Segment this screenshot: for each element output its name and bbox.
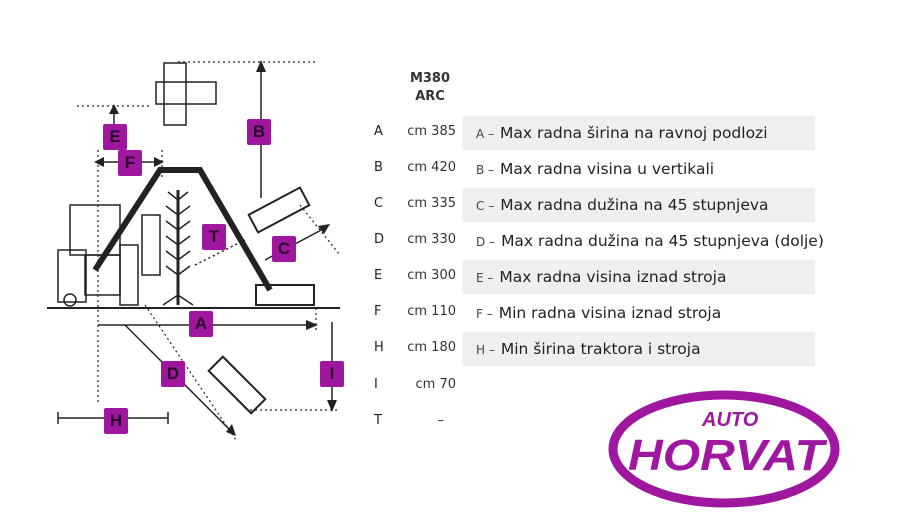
spec-description: D – Max radna dužina na 45 stupnjeva (dol…	[462, 224, 824, 258]
spec-letter: T	[374, 413, 382, 428]
spec-letter: B	[374, 160, 383, 175]
spec-prefix: F –	[476, 307, 493, 321]
marker-t: T	[202, 224, 226, 250]
spec-value: cm 300	[407, 268, 456, 283]
spec-text: Max radna visina iznad stroja	[499, 268, 727, 286]
spec-letter: I	[374, 377, 378, 392]
logo-auto-text: AUTO	[701, 409, 759, 431]
marker-a: A	[189, 311, 213, 337]
spec-prefix: B –	[476, 163, 495, 177]
spec-text: Max radna dužina na 45 stupnjeva (dolje)	[501, 232, 824, 250]
spec-text: Max radna visina u vertikali	[500, 160, 715, 178]
spec-letter: D	[374, 232, 385, 247]
logo-horvat-text: HORVAT	[628, 431, 827, 480]
spec-letter: H	[374, 340, 384, 355]
model-line-1: M380	[409, 71, 451, 86]
spec-description: C – Max radna dužina na 45 stupnjeva	[462, 188, 815, 222]
spec-value: cm 420	[407, 160, 456, 175]
spec-letter: C	[374, 196, 384, 211]
marker-c: C	[272, 236, 296, 262]
spec-text: Min radna visina iznad stroja	[498, 304, 722, 322]
spec-description: E – Max radna visina iznad stroja	[462, 260, 815, 294]
auto-horvat-logo: AUTO HORVAT	[608, 390, 840, 508]
model-line-2: ARC	[415, 89, 445, 104]
spec-description: F – Min radna visina iznad stroja	[462, 296, 815, 330]
spec-value: cm 385	[407, 124, 456, 139]
marker-b: B	[247, 119, 271, 145]
spec-value: cm 330	[407, 232, 456, 247]
spec-prefix: D –	[476, 235, 496, 249]
marker-f: F	[118, 150, 142, 176]
spec-prefix: A –	[476, 127, 495, 141]
spec-letter: A	[374, 124, 383, 139]
marker-e: E	[103, 124, 127, 150]
spec-prefix: H –	[476, 343, 495, 357]
spec-text: Min širina traktora i stroja	[500, 340, 701, 358]
spec-value: –	[437, 413, 445, 428]
spec-value: cm 180	[407, 340, 456, 355]
spec-value: cm 110	[407, 304, 456, 319]
marker-h: H	[104, 408, 128, 434]
spec-value: cm 70	[415, 377, 457, 392]
spec-prefix: C –	[476, 199, 495, 213]
spec-letter: F	[374, 304, 382, 319]
spec-letter: E	[374, 268, 383, 283]
spec-prefix: E –	[476, 271, 494, 285]
spec-text: Max radna dužina na 45 stupnjeva	[500, 196, 769, 214]
spec-description: B – Max radna visina u vertikali	[462, 152, 815, 186]
spec-row: T–	[370, 405, 830, 439]
model-name: M380 ARC	[405, 70, 455, 106]
spec-text: Max radna širina na ravnoj podlozi	[500, 124, 768, 142]
marker-d: D	[161, 361, 185, 387]
spec-description: A – Max radna širina na ravnoj podlozi	[462, 116, 815, 150]
spec-description: H – Min širina traktora i stroja	[462, 332, 815, 366]
marker-i: I	[320, 361, 344, 387]
spec-value: cm 335	[407, 196, 456, 211]
